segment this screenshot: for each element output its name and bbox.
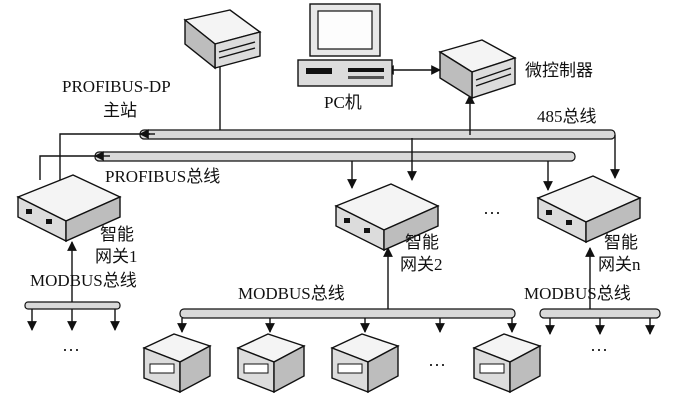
modbus-center-label: MODBUS总线: [238, 284, 345, 303]
modbus-right-label: MODBUS总线: [524, 284, 631, 303]
ellipsis-center-slaves: ···: [428, 354, 446, 374]
ellipsis-left-slaves: ···: [62, 339, 80, 359]
microcontroller-device-icon: [438, 39, 517, 100]
gatewayn-label-line2: 网关n: [598, 255, 641, 274]
pc-label: PC机: [324, 93, 362, 112]
smart-gateway-device-icon-1: [16, 174, 122, 243]
modbus-bus-left: [24, 301, 121, 310]
modbus-slave-device-icon-2: [236, 333, 306, 394]
modbus-bus-center: [179, 308, 516, 319]
profibus-master-device-icon: [183, 9, 262, 70]
bus-485-label: 485总线: [537, 107, 597, 126]
modbus-left-label: MODBUS总线: [30, 271, 137, 290]
modbus-bus-right: [539, 308, 661, 319]
bus-485: [139, 129, 616, 140]
smart-gateway-device-icon-n: [536, 175, 642, 244]
gateway1-label-line2: 网关1: [95, 247, 138, 266]
gatewayn-label-line1: 智能: [604, 233, 638, 252]
modbus-slave-device-icon-1: [142, 333, 212, 394]
pc-computer-icon: [297, 3, 393, 87]
profibus-bus: [94, 151, 576, 162]
modbus-slave-device-icon-3: [330, 333, 400, 394]
ellipsis-right-slaves: ···: [590, 339, 608, 359]
gateway2-label-line2: 网关2: [400, 255, 443, 274]
microcontroller-label: 微控制器: [525, 61, 593, 80]
gateway2-label-line1: 智能: [405, 233, 439, 252]
smart-gateway-device-icon-2: [334, 183, 440, 252]
gateway1-label-line1: 智能: [100, 225, 134, 244]
connections: [27, 60, 655, 335]
profibus-bus-label: PROFIBUS总线: [105, 167, 220, 186]
ellipsis-gateways: ···: [483, 202, 501, 222]
modbus-slave-device-icon-4: [472, 333, 542, 394]
profibus-master-sub-label: 主站: [103, 101, 137, 120]
profibus-master-label: PROFIBUS-DP: [62, 77, 171, 96]
